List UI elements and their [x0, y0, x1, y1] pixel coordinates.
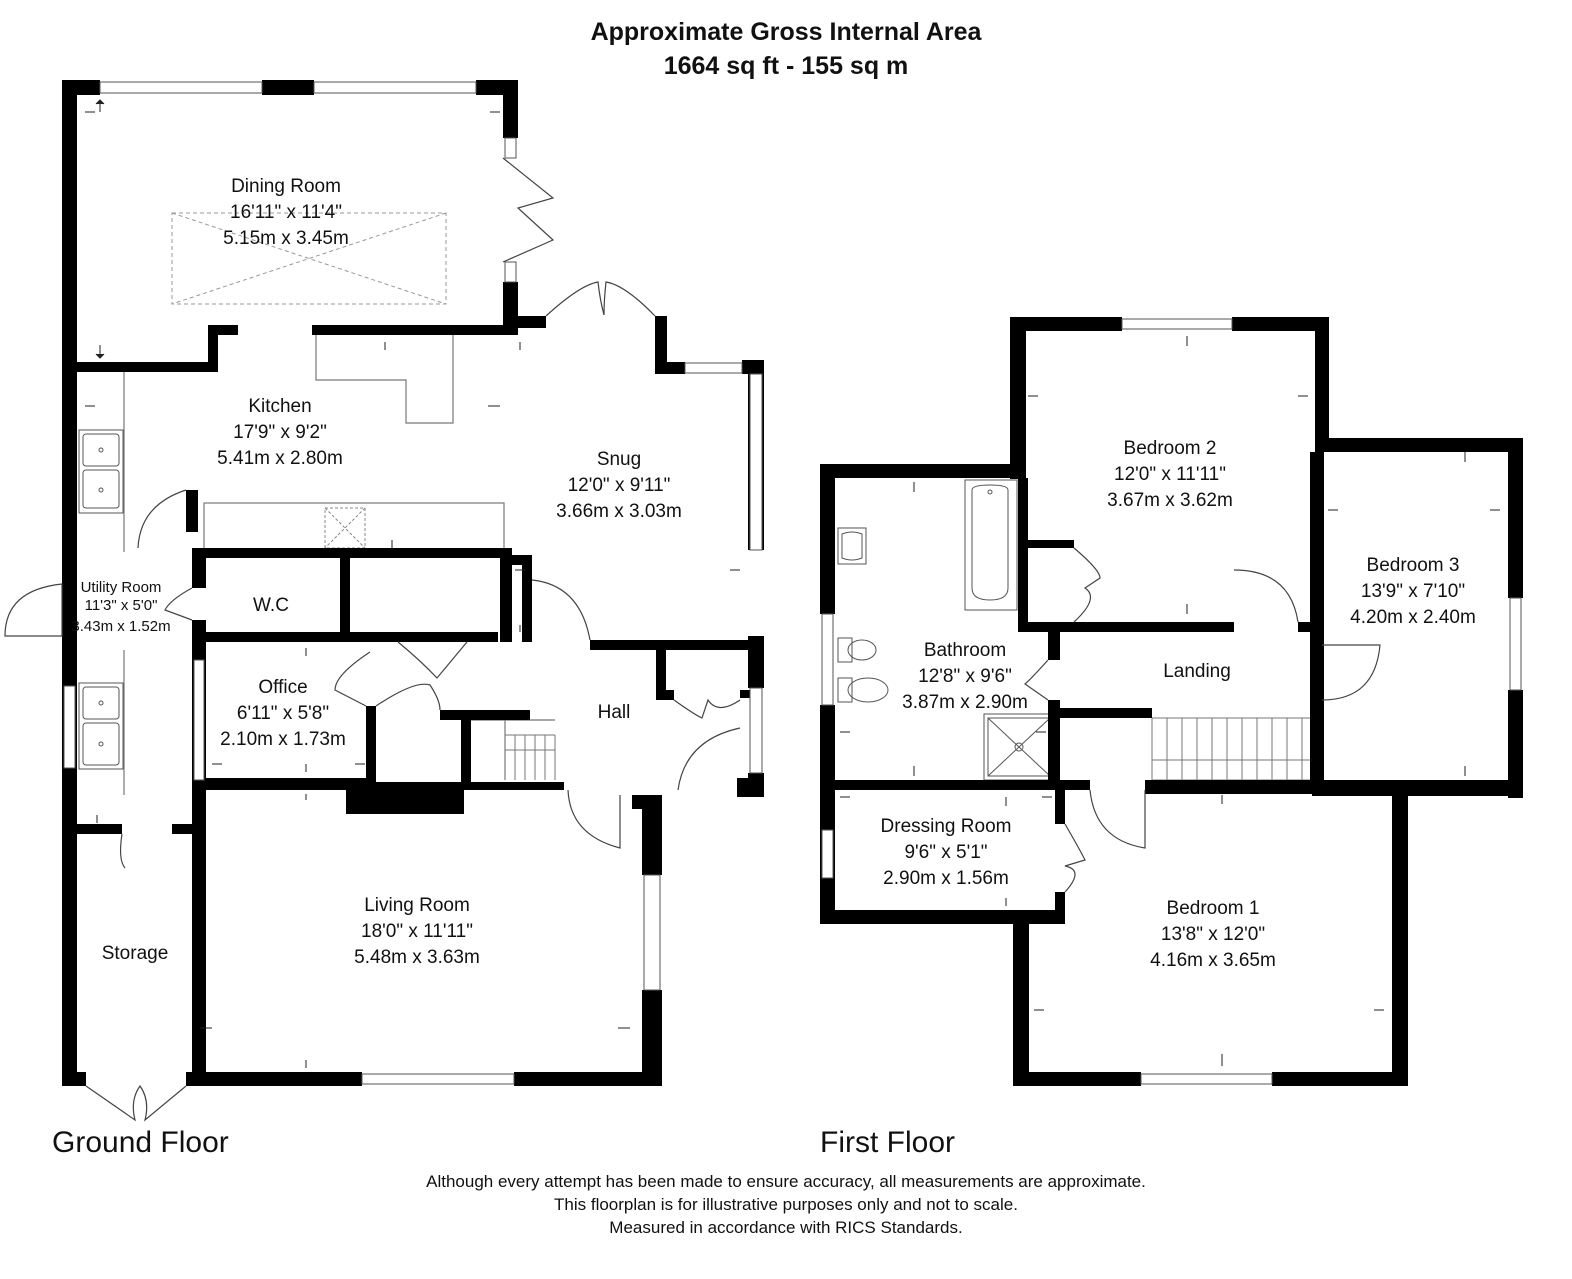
- first-measure-arrows: [840, 336, 1500, 1066]
- snug-name: Snug: [597, 449, 641, 470]
- ground-floor-plan: [4, 80, 764, 1122]
- first-staircase: [1151, 717, 1313, 781]
- dressing-room-imperial: 9'6" x 5'1": [904, 842, 987, 863]
- bathroom-metric: 3.87m x 2.90m: [902, 692, 1028, 713]
- ground-windows: [63, 81, 763, 1085]
- ground-floor-label: Ground Floor: [52, 1126, 229, 1159]
- ground-staircase: [505, 734, 556, 780]
- first-floor-plan: [820, 317, 1523, 1086]
- living-room-imperial: 18'0" x 11'11": [361, 921, 473, 942]
- snug-metric: 3.66m x 3.03m: [556, 501, 682, 522]
- dressing-room-metric: 2.90m x 1.56m: [883, 868, 1009, 889]
- office-imperial: 6'11" x 5'8": [237, 703, 329, 724]
- landing-name: Landing: [1163, 661, 1231, 682]
- utility-room-metric: 3.43m x 1.52m: [71, 618, 170, 635]
- storage-name: Storage: [102, 943, 169, 964]
- office-metric: 2.10m x 1.73m: [220, 729, 346, 750]
- ground-interior-lines: [123, 330, 555, 795]
- bathroom-imperial: 12'8" x 9'6": [918, 666, 1012, 687]
- bedroom2-metric: 3.67m x 3.62m: [1107, 490, 1233, 511]
- disclaimer-line1: Although every attempt has been made to …: [426, 1172, 1146, 1191]
- kitchen-metric: 5.41m x 2.80m: [217, 448, 343, 469]
- utility-sink-icon: [78, 682, 124, 770]
- utility-room-imperial: 11'3" x 5'0": [85, 597, 158, 614]
- disclaimer-line3: Measured in accordance with RICS Standar…: [609, 1218, 963, 1237]
- dressing-room-name: Dressing Room: [881, 816, 1012, 837]
- bedroom2-imperial: 12'0" x 11'11": [1114, 464, 1226, 485]
- kitchen-imperial: 17'9" x 9'2": [233, 422, 327, 443]
- office-name: Office: [258, 677, 307, 698]
- snug-imperial: 12'0" x 9'11": [568, 475, 671, 496]
- dining-room-metric: 5.15m x 3.45m: [223, 228, 349, 249]
- utility-room-name: Utility Room: [81, 579, 162, 596]
- dining-skylight: [171, 212, 447, 305]
- kitchen-skylight: [324, 507, 366, 549]
- hall-name: Hall: [598, 702, 631, 723]
- dining-room-name: Dining Room: [231, 176, 341, 197]
- bedroom2-name: Bedroom 2: [1124, 438, 1217, 459]
- bedroom3-imperial: 13'9" x 7'10": [1361, 581, 1465, 602]
- room-labels: Dining Room 16'11" x 11'4" 5.15m x 3.45m…: [71, 176, 1475, 971]
- living-room-name: Living Room: [364, 895, 470, 916]
- bathroom-name: Bathroom: [924, 640, 1006, 661]
- toilet-icon: [837, 637, 889, 703]
- dining-room-imperial: 16'11" x 11'4": [230, 202, 342, 223]
- area-title: Approximate Gross Internal Area: [590, 18, 982, 46]
- bath-icon: [964, 479, 1018, 611]
- kitchen-name: Kitchen: [248, 396, 311, 417]
- bedroom3-metric: 4.20m x 2.40m: [1350, 607, 1476, 628]
- wc-name: W.C: [253, 595, 289, 616]
- living-room-metric: 5.48m x 3.63m: [354, 947, 480, 968]
- shower-icon: [983, 713, 1055, 781]
- bedroom1-name: Bedroom 1: [1167, 898, 1260, 919]
- first-doors: [1023, 547, 1381, 893]
- bathroom-sink-icon: [837, 527, 867, 565]
- ground-doors: [4, 157, 741, 1122]
- bedroom1-metric: 4.16m x 3.65m: [1150, 950, 1276, 971]
- first-windows: [821, 318, 1522, 1085]
- disclaimer-line2: This floorplan is for illustrative purpo…: [554, 1195, 1018, 1214]
- kitchen-sink-icon: [78, 429, 124, 514]
- ground-measure-arrows: [85, 99, 740, 1068]
- bedroom3-name: Bedroom 3: [1367, 555, 1460, 576]
- first-floor-label: First Floor: [820, 1126, 955, 1159]
- bedroom1-imperial: 13'8" x 12'0": [1161, 924, 1265, 945]
- area-subtitle: 1664 sq ft - 155 sq m: [663, 52, 909, 80]
